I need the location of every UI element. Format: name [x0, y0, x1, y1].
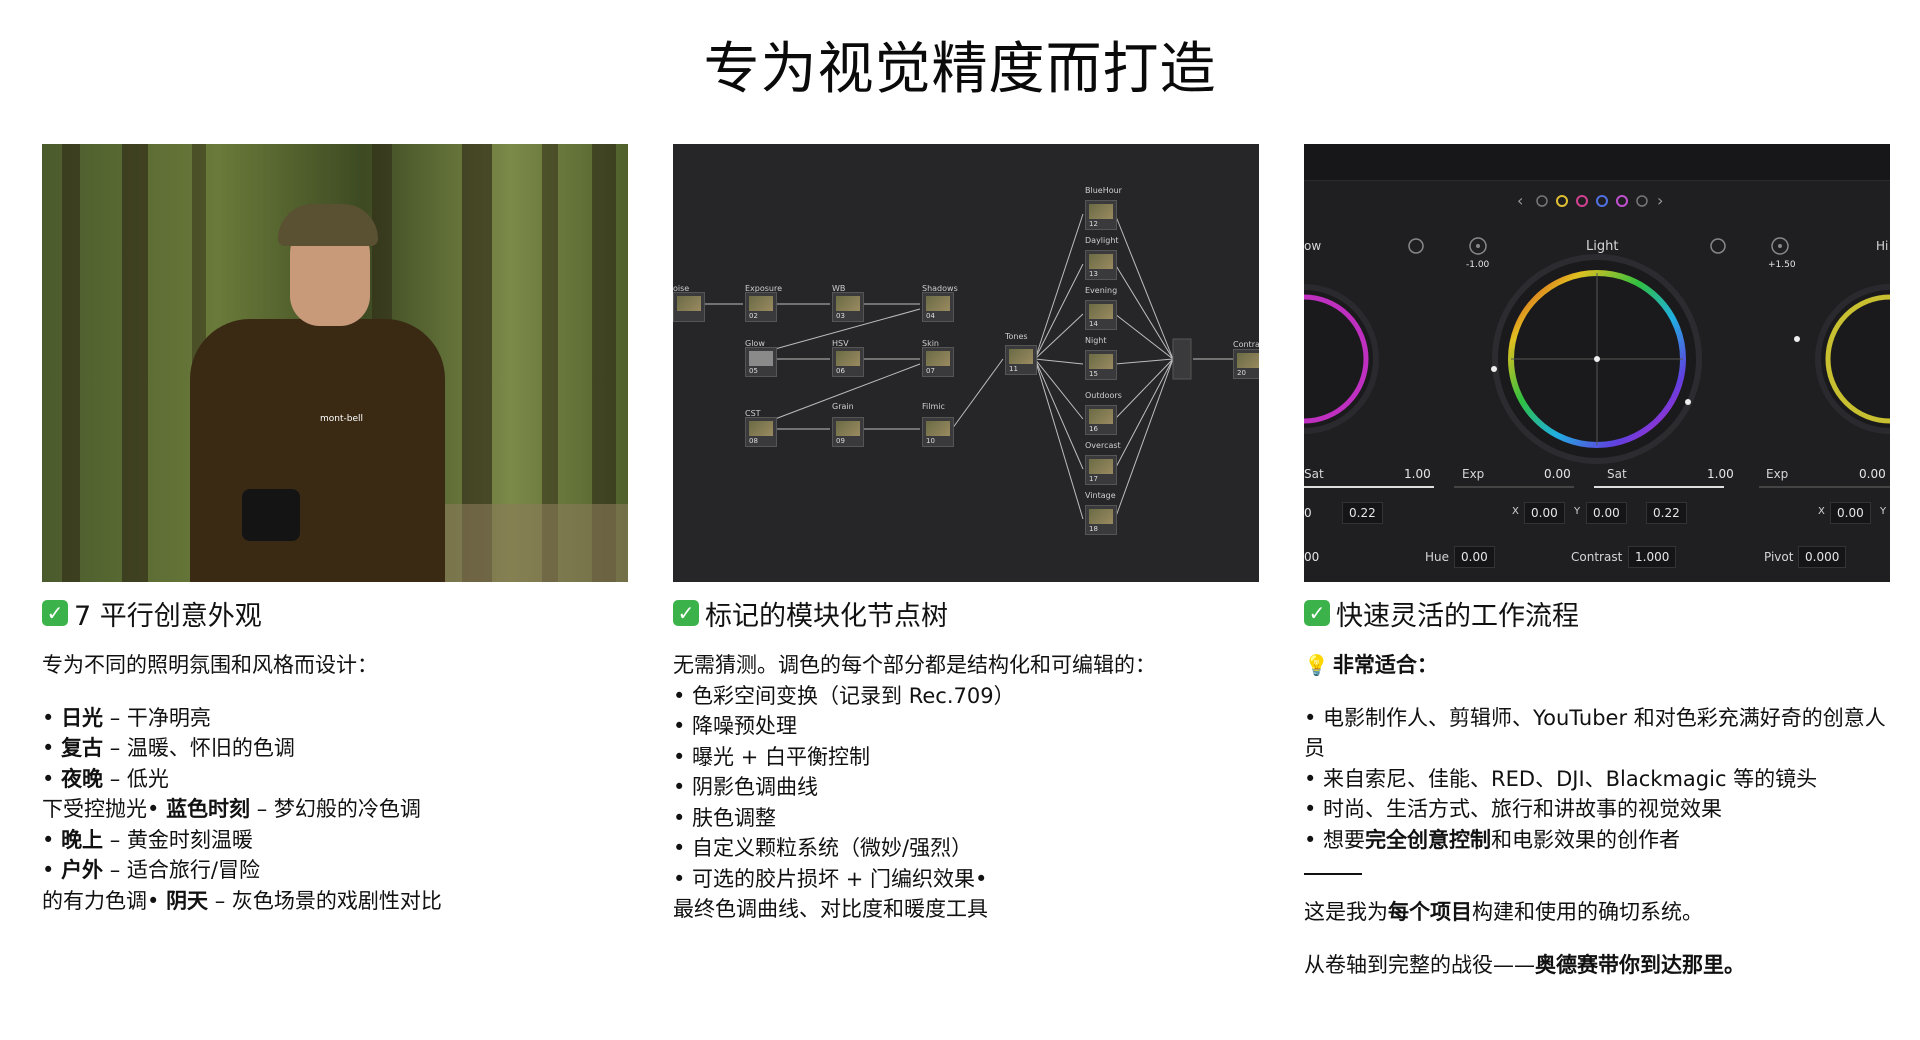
- check-icon: ✓: [1304, 600, 1330, 626]
- forest-photo: mont-bell: [42, 144, 628, 582]
- check-icon: ✓: [42, 600, 68, 626]
- feature-column-nodes: oise Exposure 02 WB 03 Shadows 04 Glow 0…: [673, 144, 1259, 925]
- line-vintage: • 复古 – 温暖、怀旧的色调: [42, 736, 295, 760]
- svg-text:‹: ‹: [1517, 191, 1523, 210]
- feature-column-looks: mont-bell ✓ 7 平行创意外观 专为不同的照明氛围和风格而设计： • …: [42, 144, 628, 916]
- node-filmic[interactable]: 10: [922, 417, 954, 447]
- svg-text:›: ›: [1657, 191, 1663, 210]
- light-value-field[interactable]: 0.22: [1646, 502, 1687, 524]
- pivot-field[interactable]: 0.000: [1798, 546, 1847, 568]
- wheels-graphics: ‹ ›: [1304, 191, 1890, 488]
- page-title: 专为视觉精度而打造: [703, 37, 1217, 102]
- x2-offset-field[interactable]: 0.00: [1830, 502, 1871, 524]
- node-tones[interactable]: 11: [1005, 345, 1037, 375]
- node-cst[interactable]: 08: [745, 417, 777, 447]
- node-skin[interactable]: 07: [922, 347, 954, 377]
- node-exposure[interactable]: 02: [745, 292, 777, 322]
- node-evening[interactable]: 14: [1085, 300, 1117, 330]
- node-wb[interactable]: 03: [832, 292, 864, 322]
- node-outdoors[interactable]: 16: [1085, 405, 1117, 435]
- node-overcast[interactable]: 17: [1085, 455, 1117, 485]
- heading-workflow: ✓ 快速灵活的工作流程: [1304, 596, 1890, 632]
- jacket-logo: mont-bell: [320, 414, 364, 424]
- person-jacket: [190, 319, 445, 582]
- line-bluehour: 下受控抛光• 蓝色时刻 – 梦幻般的冷色调: [42, 797, 421, 821]
- cap: [278, 204, 378, 246]
- shadow-field[interactable]: 0.22: [1342, 502, 1383, 524]
- node-contrast[interactable]: 20: [1233, 349, 1259, 379]
- wheels-toolbar: ‹: [1304, 144, 1890, 209]
- node-connections: [693, 213, 1233, 520]
- line-outdoors: • 户外 – 适合旅行/冒险: [42, 858, 260, 882]
- hue-field[interactable]: 0.00: [1454, 546, 1495, 568]
- color-wheels-screenshot: ‹ ‹ ›: [1304, 144, 1890, 582]
- node-bluehour[interactable]: 12: [1085, 200, 1117, 230]
- nodes-description: 无需猜测。调色的每个部分都是结构化和可编辑的： • 色彩空间变换（记录到 Rec…: [673, 653, 1156, 921]
- x-offset-field[interactable]: 0.00: [1524, 502, 1565, 524]
- node-tree-screenshot: oise Exposure 02 WB 03 Shadows 04 Glow 0…: [673, 144, 1259, 582]
- heading-nodes: ✓ 标记的模块化节点树: [673, 596, 1259, 632]
- workflow-description: 💡非常适合： • 电影制作人、剪辑师、YouTuber 和对色彩充满好奇的创意人…: [1304, 650, 1890, 980]
- closing-line-2: 从卷轴到完整的战役——奥德赛带你到达那里。: [1304, 952, 1745, 977]
- line-daylight: • 日光 – 干净明亮: [42, 705, 211, 730]
- node-noise[interactable]: [673, 292, 705, 322]
- node-shadows[interactable]: 04: [922, 292, 954, 322]
- node-daylight[interactable]: 13: [1085, 250, 1117, 280]
- check-icon: ✓: [673, 600, 699, 626]
- contrast-field[interactable]: 1.000: [1628, 546, 1677, 568]
- divider-line: [1304, 873, 1362, 875]
- suit-label: 💡非常适合：: [1304, 650, 1890, 681]
- line-night: • 夜晚 – 低光: [42, 766, 169, 791]
- node-grain[interactable]: 09: [832, 417, 864, 447]
- node-glow[interactable]: 05: [745, 347, 777, 377]
- line-evening: • 晚上 – 黄金时刻温暖: [42, 827, 253, 852]
- closing-line-1: 这是我为每个项目构建和使用的确切系统。: [1304, 900, 1703, 924]
- line-overcast: 的有力色调• 阴天 – 灰色场景的戏剧性对比: [42, 888, 442, 913]
- camera: [242, 489, 300, 541]
- node-night[interactable]: 15: [1085, 350, 1117, 380]
- node-vintage[interactable]: 18: [1085, 505, 1117, 535]
- node-hsv[interactable]: 06: [832, 347, 864, 377]
- heading-looks: ✓ 7 平行创意外观: [42, 596, 628, 632]
- feature-column-workflow: ‹ ‹ ›: [1304, 144, 1890, 980]
- looks-description: 专为不同的照明氛围和风格而设计： • 日光 – 干净明亮 • 复古 – 温暖、怀…: [42, 650, 628, 916]
- lightbulb-icon: 💡: [1304, 653, 1329, 677]
- y-offset-field[interactable]: 0.00: [1586, 502, 1627, 524]
